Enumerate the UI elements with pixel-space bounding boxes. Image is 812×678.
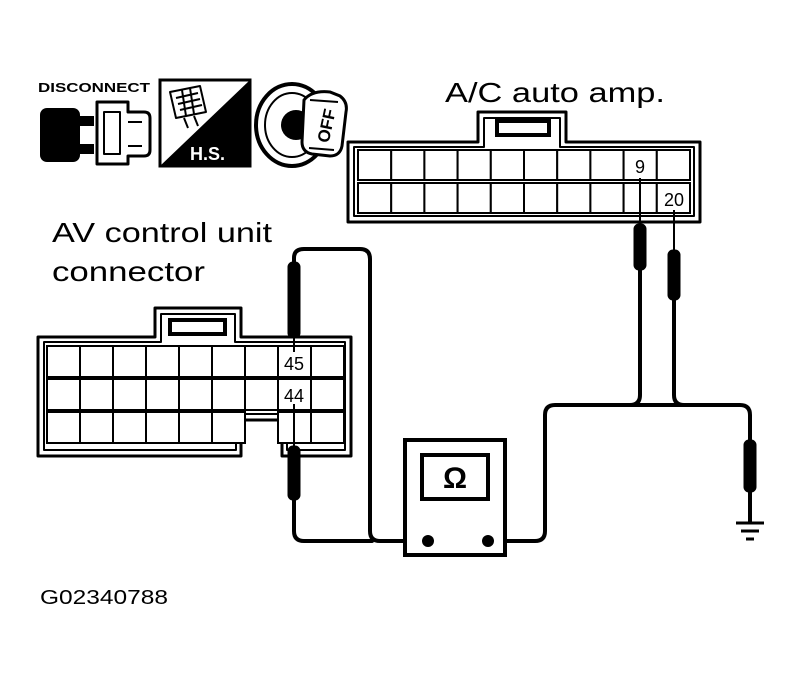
connector-cavity — [244, 378, 279, 411]
connector-cavity — [456, 149, 492, 181]
connector-cavity — [589, 182, 625, 214]
ohmmeter: Ω — [403, 438, 507, 557]
connector-cavity — [178, 378, 213, 411]
connector-cavity — [556, 182, 592, 214]
connector-cavity — [390, 149, 426, 181]
wire-av-45-to-meter — [292, 247, 426, 543]
av-connector-lock — [168, 318, 227, 336]
hs-label: H.S. — [190, 144, 225, 164]
probe-ground — [743, 439, 757, 493]
connector-cavity — [211, 345, 246, 378]
probe-ac-9 — [633, 178, 647, 271]
ac-connector: 9 20 — [346, 110, 702, 224]
key-head — [300, 90, 348, 158]
ignition-off-icon: OFF — [254, 82, 348, 168]
connector-cavity — [589, 149, 625, 181]
disconnect-label: DISCONNECT — [38, 80, 150, 95]
connector-cavity — [178, 345, 213, 378]
av-pin-45-label: 45 — [284, 354, 304, 374]
plug-body — [40, 108, 80, 162]
connector-cavity — [46, 378, 81, 411]
connector-cavity — [79, 411, 114, 444]
connector-cavity — [112, 411, 147, 444]
connector-cavity — [145, 378, 180, 411]
connector-cavity — [79, 378, 114, 411]
connector-cavity — [145, 345, 180, 378]
connector-cavity — [112, 345, 147, 378]
connector-cavity — [211, 378, 246, 411]
av-connector-title-line2: connector — [52, 256, 205, 287]
hs-triangle — [160, 80, 250, 166]
av-connector-cavities — [46, 345, 345, 444]
connector-cavity — [622, 149, 658, 181]
receptacle-detail — [103, 111, 142, 155]
av-connector-housing-inner — [43, 313, 346, 451]
plug-pin — [78, 144, 94, 154]
ac-pin-9-label: 9 — [635, 157, 645, 177]
key-head-detail — [308, 99, 339, 151]
harness-side-icon: H.S. — [158, 78, 252, 168]
av-pin-44-label: 44 — [284, 386, 304, 406]
connector-cavity — [211, 411, 246, 444]
ohmmeter-display — [420, 453, 490, 501]
wire-av-44-to-meter — [292, 498, 374, 543]
connector-cavity — [178, 411, 213, 444]
ac-connector-lock — [495, 119, 551, 137]
connector-cavity — [112, 378, 147, 411]
connector-cavity — [556, 149, 592, 181]
ac-connector-title: A/C auto amp. — [445, 77, 665, 108]
connector-cavity — [357, 149, 393, 181]
connector-cavity — [489, 182, 525, 214]
ohm-symbol: Ω — [443, 462, 467, 495]
connector-cavity — [423, 149, 459, 181]
connector-cavity — [357, 182, 393, 214]
connector-cavity — [523, 149, 559, 181]
connector-cavity — [145, 411, 180, 444]
ground-icon — [736, 521, 764, 541]
connector-cavity — [310, 378, 345, 411]
receptacle-body — [95, 100, 152, 166]
ac-pin-20-label: 20 — [664, 190, 684, 210]
ohmmeter-terminal-right — [482, 535, 494, 547]
figure-id: G02340788 — [40, 587, 168, 609]
plug-pin — [78, 116, 94, 126]
connector-cavity — [46, 411, 81, 444]
connector-cavity — [244, 345, 279, 378]
wire-ac-9-to-meter — [490, 268, 642, 543]
av-connector: 45 44 — [36, 306, 353, 458]
connector-cavity — [423, 182, 459, 214]
connector-cavity — [46, 345, 81, 378]
connector-cavity — [390, 182, 426, 214]
connector-cavity — [655, 149, 691, 181]
ac-connector-housing-inner — [353, 117, 695, 217]
av-connector-title-line1: AV control unit — [52, 217, 272, 248]
ohmmeter-terminal-left — [422, 535, 434, 547]
probe-ac-20 — [667, 210, 681, 301]
disconnect-icon: DISCONNECT — [38, 80, 152, 166]
connector-cavity — [456, 182, 492, 214]
wire-ac-20-to-ground — [672, 298, 752, 442]
connector-cavity — [523, 182, 559, 214]
connector-cavity — [310, 411, 345, 444]
connector-hand-icon — [169, 85, 207, 129]
connector-cavity — [79, 345, 114, 378]
connector-cavity — [489, 149, 525, 181]
connector-cavity — [310, 345, 345, 378]
